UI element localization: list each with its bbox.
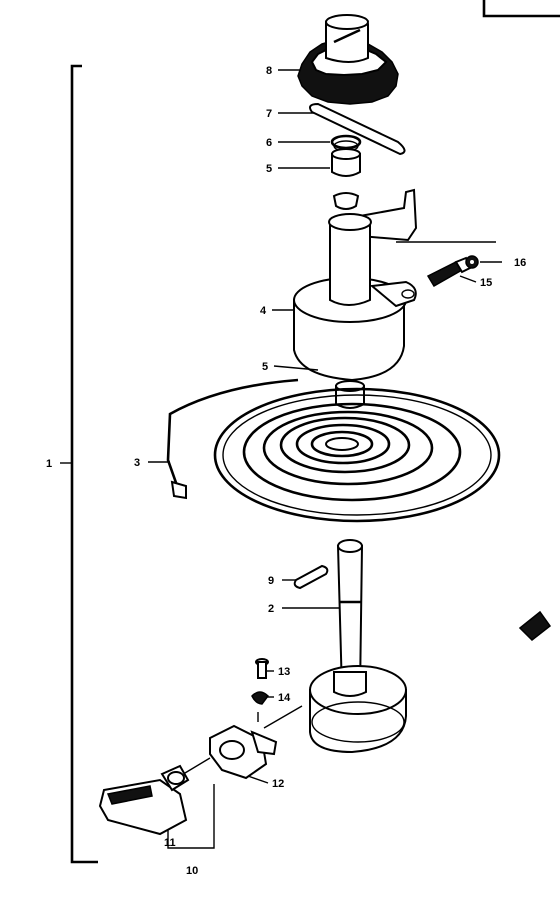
washer-part — [251, 691, 269, 705]
pin-part — [293, 564, 329, 590]
reel-arm-part — [359, 188, 496, 243]
screw-part — [255, 658, 269, 679]
connector-part — [332, 192, 360, 210]
label-9: 9 — [268, 575, 274, 587]
handle-part — [98, 764, 190, 836]
part-labels: 1 2 3 4 5 5 6 7 8 9 10 11 12 13 14 15 16 — [46, 65, 526, 877]
label-1: 1 — [46, 458, 52, 470]
gear-part — [297, 14, 399, 105]
label-15: 15 — [480, 277, 492, 289]
handle-bracket — [167, 784, 215, 849]
recoil-spring-part — [166, 378, 501, 523]
label-3: 3 — [134, 457, 140, 469]
label-16: 16 — [514, 257, 526, 269]
label-11: 11 — [164, 837, 176, 849]
bushing-top-part — [331, 148, 361, 177]
label-10: 10 — [186, 865, 198, 877]
label-14: 14 — [278, 692, 291, 704]
label-8: 8 — [266, 65, 272, 77]
rope-guide-part — [209, 712, 278, 780]
label-12: 12 — [272, 778, 284, 790]
assembly-bracket — [60, 64, 98, 864]
spring-strip-part — [309, 102, 406, 156]
reel-part — [293, 213, 417, 382]
frame-corner — [482, 0, 560, 18]
shaft-part — [309, 539, 407, 754]
label-5-top: 5 — [266, 163, 272, 175]
label-5-bottom: 5 — [262, 361, 268, 373]
label-7: 7 — [266, 108, 272, 120]
label-6: 6 — [266, 137, 272, 149]
bolt-part — [426, 256, 472, 288]
label-4: 4 — [260, 305, 267, 317]
label-13: 13 — [278, 666, 290, 678]
leader-lines — [148, 69, 502, 784]
nut-part — [465, 255, 479, 269]
arrow-icon — [518, 610, 552, 641]
label-2: 2 — [268, 603, 274, 615]
